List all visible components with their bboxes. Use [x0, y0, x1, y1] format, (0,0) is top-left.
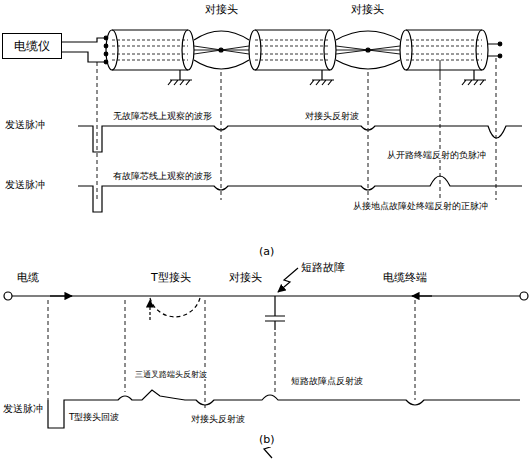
annotation-label: 对接头反射波	[190, 414, 246, 424]
annotation-label: 对接头	[350, 4, 385, 17]
cable-section	[400, 30, 502, 70]
cable-section	[106, 30, 194, 70]
cable-section	[249, 30, 336, 70]
annotation-label: 有故障芯线上观察的波形	[112, 171, 213, 181]
tee-branch	[150, 298, 200, 317]
guide-line	[48, 300, 415, 408]
box-label: 电缆仪	[14, 38, 50, 55]
annotation-label: T型接头	[150, 272, 192, 285]
ground-symbol	[168, 60, 486, 85]
annotation-label: 从接地点故障处终端反射的正脉冲	[352, 201, 489, 211]
annotation-label: 短路故障点反射波	[290, 376, 364, 386]
annotation-label: T型接头回波	[68, 412, 121, 422]
annotation-label: (b)	[258, 434, 276, 447]
annotation-label: 电缆	[16, 272, 40, 285]
annotation-label: 发送脉冲	[4, 119, 46, 131]
annotation-label: 三通叉路端头反射波	[134, 370, 208, 379]
annotation-label: 对接头	[204, 4, 239, 17]
cable-joint	[336, 31, 400, 69]
annotation-label: 从开路终端反射的负脉冲	[386, 150, 487, 160]
waveform	[48, 390, 520, 428]
annotation-label: 短路故障	[300, 262, 346, 275]
cable-line	[12, 295, 520, 296]
annotation-label: 发送脉冲	[4, 179, 46, 191]
waveform	[78, 176, 522, 212]
annotation-label: 对接头反射波	[304, 111, 360, 121]
fault-symbol	[265, 268, 298, 330]
instrument-box: 电缆仪	[2, 33, 62, 59]
lead-wire	[62, 52, 106, 62]
annotation-label: (a)	[258, 246, 275, 259]
waveform	[78, 126, 522, 152]
annotation-label: 电缆终端	[382, 272, 428, 285]
annotation-label: 对接头	[228, 272, 263, 285]
annotation-label: 发送脉冲	[2, 403, 44, 415]
cable-joint	[194, 31, 249, 69]
annotation-label: 无故障芯线上观察的波形	[112, 111, 213, 121]
lead-wire	[62, 38, 106, 42]
guide-line	[97, 58, 496, 200]
